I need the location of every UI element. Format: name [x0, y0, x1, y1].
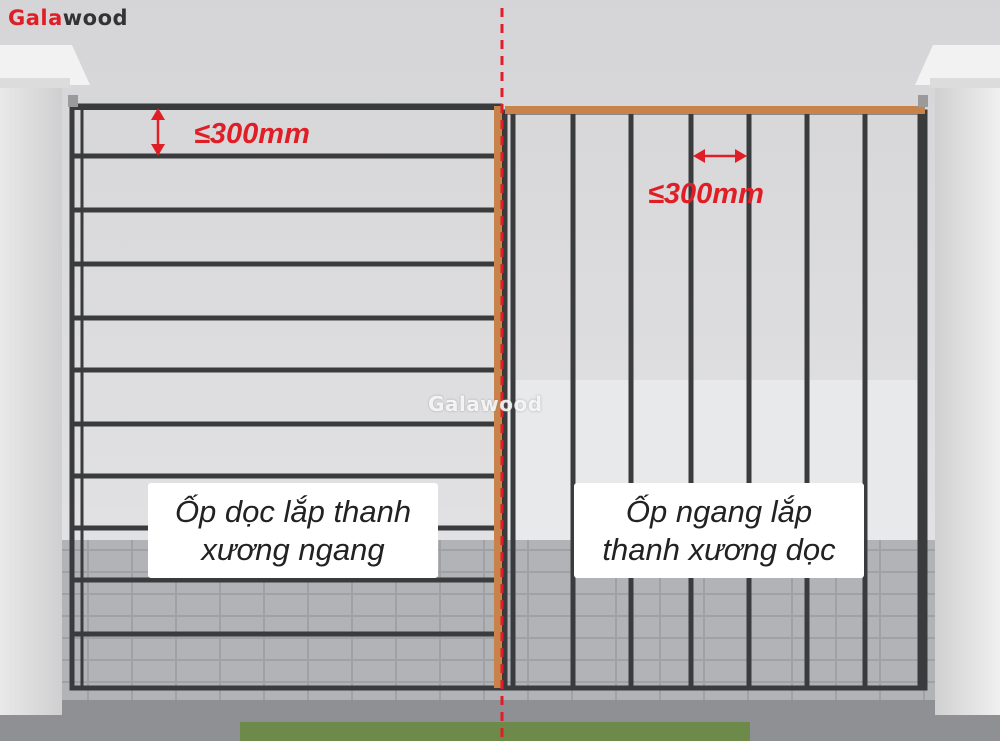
right-gate-hinge	[918, 95, 928, 107]
left-caption-line2: xương ngang	[201, 531, 385, 567]
left-gate-wood-post	[494, 106, 502, 688]
watermark-logo: Galawood	[428, 392, 543, 416]
left-caption-line1: Ốp dọc lắp thanh	[174, 493, 412, 529]
left-gate-hinge	[68, 95, 78, 107]
galawood-logo: Galawood	[8, 6, 128, 30]
left-dimension-label: ≤300mm	[194, 118, 310, 150]
right-caption-box: Ốp ngang lắp thanh xương dọc	[574, 483, 864, 578]
left-caption-box: Ốp dọc lắp thanh xương ngang	[148, 483, 438, 578]
grass-strip	[240, 722, 750, 741]
right-gate-wood-rail	[505, 106, 925, 114]
right-caption-line2: thanh xương dọc	[602, 531, 836, 567]
right-caption-line1: Ốp ngang lắp	[625, 493, 813, 529]
right-dimension-arrow	[693, 149, 747, 163]
logo-red-part: Gala	[8, 6, 63, 30]
left-gate-frame	[69, 103, 503, 691]
right-dimension-label: ≤300mm	[648, 178, 764, 210]
left-pillar	[0, 45, 90, 715]
logo-dark-part: wood	[62, 6, 129, 30]
right-pillar	[915, 45, 1000, 715]
left-dimension-arrow	[151, 108, 165, 156]
